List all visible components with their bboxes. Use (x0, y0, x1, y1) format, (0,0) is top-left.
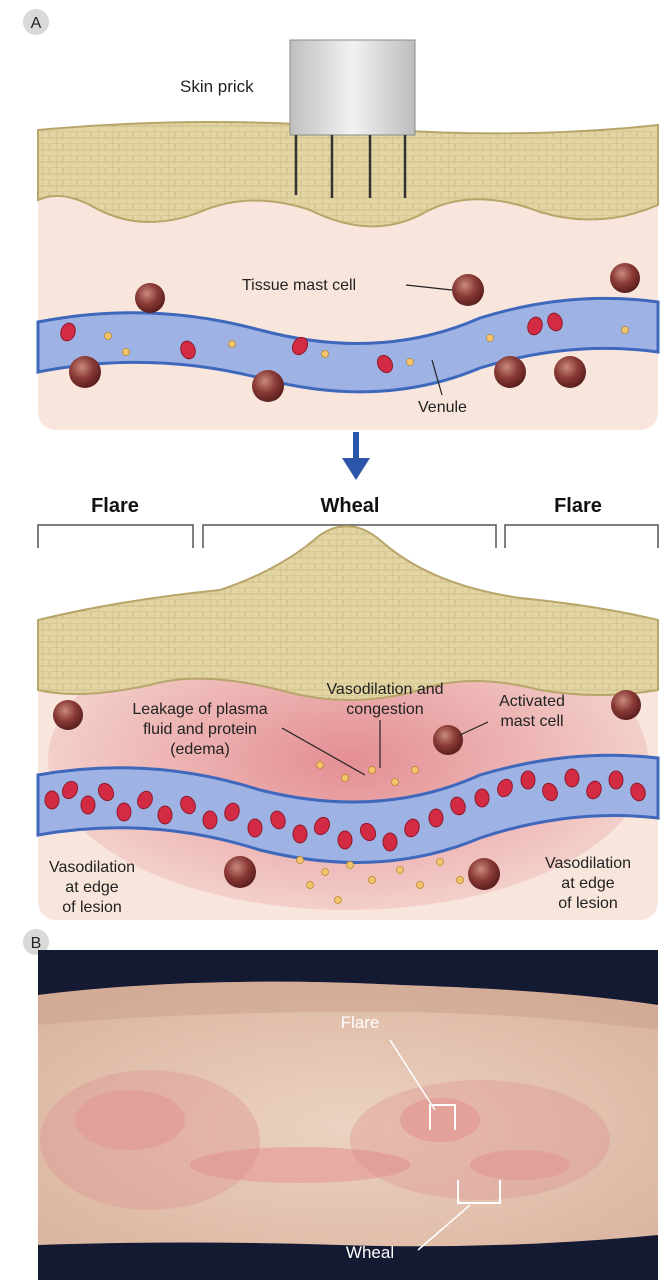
edge-left-line2: at edge (65, 879, 118, 896)
venule-label: Venule (418, 399, 467, 416)
activated-mast-cell-line1: Activated (499, 693, 565, 710)
vasodilation-label-line2: congestion (346, 701, 423, 718)
skin-prick-device (290, 40, 415, 135)
skin-photo (38, 950, 658, 1280)
wheal-header: Wheal (321, 495, 380, 517)
flare-left-header: Flare (91, 495, 139, 517)
leakage-label-line2: fluid and protein (143, 721, 257, 738)
photo-flare-label: Flare (341, 1013, 380, 1032)
edge-right-line3: of lesion (558, 895, 618, 912)
flare-right-header: Flare (554, 495, 602, 517)
skin-prick-label: Skin prick (180, 77, 254, 96)
edge-right-line1: Vasodilation (545, 855, 631, 872)
edge-right-line2: at edge (561, 875, 614, 892)
photo-wheal-label: Wheal (346, 1243, 394, 1262)
activated-mast-cell-line2: mast cell (500, 713, 563, 730)
tissue-mast-cell-label: Tissue mast cell (242, 277, 356, 294)
down-arrow-icon (342, 432, 370, 480)
edge-left-line1: Vasodilation (49, 859, 135, 876)
epidermis-top (38, 122, 658, 226)
panel-b-letter: B (31, 935, 42, 952)
epidermis-bottom (38, 526, 658, 700)
vasodilation-label-line1: Vasodilation and (326, 681, 443, 698)
panel-a-letter: A (31, 15, 42, 32)
leakage-label-line1: Leakage of plasma (132, 701, 267, 718)
leakage-label-line3: (edema) (170, 741, 230, 758)
edge-left-line3: of lesion (62, 899, 122, 916)
